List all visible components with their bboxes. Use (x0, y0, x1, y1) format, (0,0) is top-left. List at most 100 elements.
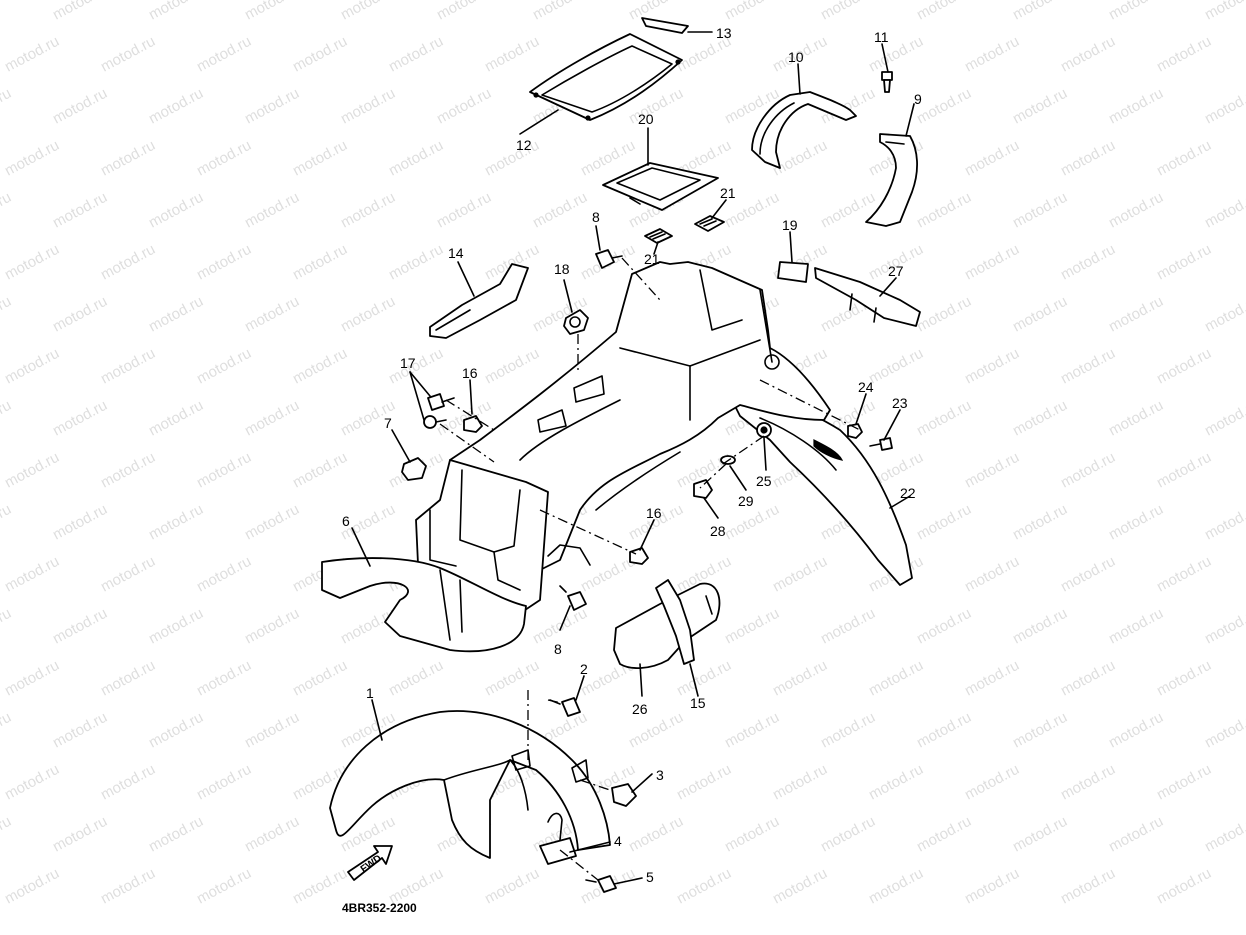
callout-24: 24 (858, 379, 874, 395)
part-14-bracket[interactable] (429, 263, 529, 339)
callout-27: 27 (888, 263, 904, 279)
watermark-text: motod.ru (1154, 345, 1214, 388)
watermark-text: motod.ru (1106, 85, 1166, 128)
watermark-text: motod.ru (290, 33, 350, 76)
watermark-text: motod.ru (50, 85, 110, 128)
part-6-inner-guard[interactable] (321, 557, 527, 653)
part-7-grommet[interactable] (401, 457, 427, 481)
watermark-text: motod.ru (146, 293, 206, 336)
watermark-text: motod.ru (1202, 501, 1246, 544)
watermark-text: motod.ru (50, 189, 110, 232)
part-15-strap[interactable] (655, 579, 695, 665)
part-24-nut[interactable] (847, 423, 863, 439)
watermark-text: motod.ru (914, 605, 974, 648)
part-16-nut-lower[interactable] (629, 547, 649, 565)
part-12-seat-cover[interactable] (529, 33, 683, 121)
watermark-text: motod.ru (1058, 345, 1118, 388)
watermark-text: motod.ru (1154, 553, 1214, 596)
watermark-text: motod.ru (338, 0, 398, 24)
watermark-text: motod.ru (98, 657, 158, 700)
watermark-text: motod.ru (242, 85, 302, 128)
part-21-damper-lower[interactable] (644, 228, 673, 244)
watermark-text: motod.ru (194, 33, 254, 76)
watermark-text: motod.ru (338, 293, 398, 336)
watermark-text: motod.ru (914, 397, 974, 440)
part-9-side-rail[interactable] (865, 133, 918, 227)
part-2-bolt[interactable] (549, 697, 581, 717)
watermark-text: motod.ru (770, 137, 830, 180)
watermark-text: motod.ru (146, 605, 206, 648)
watermark-text: motod.ru (962, 345, 1022, 388)
watermark-text: motod.ru (194, 449, 254, 492)
watermark-text: motod.ru (1106, 189, 1166, 232)
callout-28: 28 (710, 523, 726, 539)
watermark-text: motod.ru (1058, 761, 1118, 804)
part-19-plate[interactable] (777, 261, 809, 283)
part-8-bolt-upper[interactable] (595, 249, 623, 269)
watermark-text: motod.ru (866, 345, 926, 388)
watermark-text: motod.ru (722, 0, 782, 24)
callout-19: 19 (782, 217, 798, 233)
callout-13: 13 (716, 25, 732, 41)
part-5-bolt[interactable] (585, 875, 617, 893)
callout-labels: 1 2 3 4 5 6 7 8 8 9 10 11 12 13 14 15 16… (342, 25, 922, 885)
watermark-text: motod.ru (482, 657, 542, 700)
part-13-seal[interactable] (641, 17, 689, 34)
watermark-text: motod.ru (770, 761, 830, 804)
watermark-text: motod.ru (290, 241, 350, 284)
watermark-text: motod.ru (386, 345, 446, 388)
part-23-bolt[interactable] (869, 437, 893, 451)
watermark-text: motod.ru (914, 189, 974, 232)
watermark-text: motod.ru (914, 293, 974, 336)
watermark-text: motod.ru (962, 449, 1022, 492)
part-3-nut[interactable] (611, 783, 637, 807)
watermark-text: motod.ru (386, 137, 446, 180)
part-8-bolt-lower[interactable] (559, 585, 587, 611)
watermark-text: motod.ru (386, 241, 446, 284)
watermark-text: motod.ru (1154, 657, 1214, 700)
callout-15: 15 (690, 695, 706, 711)
assembly-lines (439, 257, 861, 881)
watermark-text: motod.ru (770, 553, 830, 596)
watermark-text: motod.ru (914, 709, 974, 752)
watermark-text: motod.ru (1010, 813, 1070, 856)
watermark-text: motod.ru (242, 813, 302, 856)
callout-18: 18 (554, 261, 570, 277)
part-1-front-fender[interactable] (329, 710, 611, 859)
watermark-text: motod.ru (1058, 137, 1118, 180)
leader-lines (351, 31, 915, 885)
watermark-text: motod.ru (194, 761, 254, 804)
part-18-clamp[interactable] (563, 309, 589, 335)
watermark-text: motod.ru (2, 137, 62, 180)
watermark-text: motod.ru (98, 553, 158, 596)
watermark-text: motod.ru (1154, 761, 1214, 804)
watermark-text: motod.ru (674, 761, 734, 804)
part-4-cable-guide[interactable] (539, 812, 577, 865)
watermark-text: motod.ru (722, 709, 782, 752)
watermark-text: motod.ru (1202, 85, 1246, 128)
callout-12: 12 (516, 137, 532, 153)
part-25-collar[interactable] (756, 422, 772, 438)
watermark-text: motod.ru (962, 865, 1022, 908)
callout-5: 5 (646, 869, 654, 885)
callout-8-upper: 8 (592, 209, 600, 225)
part-21-damper-upper[interactable] (694, 215, 725, 232)
watermark-text: motod.ru (914, 501, 974, 544)
part-10-grab-bar[interactable] (751, 91, 857, 169)
part-17-bolt[interactable] (423, 393, 455, 429)
part-27-license-bracket[interactable] (814, 267, 921, 327)
callout-7: 7 (384, 415, 392, 431)
watermark-text: motod.ru (482, 33, 542, 76)
part-16-nut-upper[interactable] (463, 415, 483, 433)
callout-20: 20 (638, 111, 654, 127)
callout-29: 29 (738, 493, 754, 509)
watermark-text: motod.ru (1058, 865, 1118, 908)
watermark-text: motod.ru (194, 241, 254, 284)
part-28-nut[interactable] (693, 479, 713, 499)
watermark-text: motod.ru (194, 137, 254, 180)
watermark-text: motod.ru (98, 345, 158, 388)
part-11-bolt[interactable] (881, 71, 893, 93)
part-20-tool-pouch[interactable] (602, 162, 719, 211)
watermark-text: motod.ru (1202, 605, 1246, 648)
watermark-text: motod.ru (1058, 657, 1118, 700)
